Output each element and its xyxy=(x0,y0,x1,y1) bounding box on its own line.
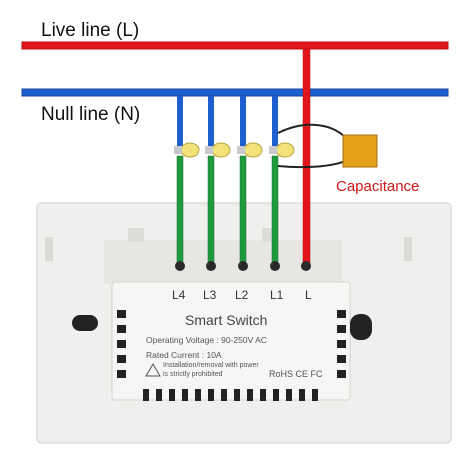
vent-slot xyxy=(273,389,279,401)
vent-slot xyxy=(117,370,126,378)
bulb-icon xyxy=(180,142,200,158)
terminal-label-l: L xyxy=(305,288,312,302)
switch-title: Smart Switch xyxy=(185,312,268,328)
null-line-label: Null line (N) xyxy=(41,104,141,125)
vent-slot xyxy=(169,389,175,401)
vent-slot xyxy=(260,389,266,401)
load-wire-l2 xyxy=(239,155,247,267)
vent-slot xyxy=(117,325,126,333)
capacitor-lead xyxy=(277,123,349,141)
capacitor-lead xyxy=(277,159,349,169)
live-line-wire xyxy=(21,41,449,50)
vent-slot xyxy=(337,325,346,333)
terminal-screw-l1 xyxy=(270,261,280,271)
vent-slot xyxy=(182,389,188,401)
switch-upper-housing xyxy=(104,240,342,284)
bulb-icon xyxy=(243,142,263,158)
null-line-wire xyxy=(21,88,449,97)
bulb-socket xyxy=(269,146,277,154)
load-wire-l4 xyxy=(176,155,184,267)
vent-slot xyxy=(337,355,346,363)
plate-notch xyxy=(404,237,412,261)
terminal-screw-l4 xyxy=(175,261,185,271)
terminal-screw-l2 xyxy=(238,261,248,271)
terminal-screw-l xyxy=(301,261,311,271)
vent-slot xyxy=(156,389,162,401)
mount-slot-left xyxy=(72,315,98,331)
terminal-label-l4: L4 xyxy=(172,288,186,302)
warning-line-2: is strictly prohibited xyxy=(163,371,223,378)
vent-slot xyxy=(221,389,227,401)
terminal-label-l2: L2 xyxy=(235,288,249,302)
certification-marks: RoHS CE FC xyxy=(269,369,323,379)
bulb-socket xyxy=(205,146,213,154)
vent-slot xyxy=(337,340,346,348)
bulb-socket xyxy=(174,146,182,154)
vent-slot xyxy=(117,340,126,348)
vent-slot xyxy=(247,389,253,401)
null-drop-l4 xyxy=(177,96,183,148)
mount-slot-right xyxy=(350,314,372,340)
vent-slot xyxy=(117,310,126,318)
vent-slot xyxy=(117,355,126,363)
vent-slot xyxy=(286,389,292,401)
rated-current: Rated Current : 10A xyxy=(146,350,222,360)
load-wire-l3 xyxy=(207,155,215,267)
null-drop-l3 xyxy=(208,96,214,148)
vent-slot xyxy=(234,389,240,401)
warning-icon xyxy=(145,363,161,377)
null-drop-l1 xyxy=(272,96,278,148)
operating-voltage: Operating Voltage : 90-250V AC xyxy=(146,335,267,345)
live-drop-l xyxy=(302,48,311,267)
warning-line-1: Installation/removal with power xyxy=(163,362,259,369)
housing-tab xyxy=(128,228,144,242)
bulb-socket xyxy=(237,146,245,154)
live-line-label: Live line (L) xyxy=(41,20,140,41)
vent-slots xyxy=(117,310,346,401)
vent-slot xyxy=(312,389,318,401)
switch-body xyxy=(111,281,351,401)
vent-slot xyxy=(143,389,149,401)
vent-slot xyxy=(337,310,346,318)
load-wire-l1 xyxy=(271,155,279,267)
vent-slot xyxy=(208,389,214,401)
plate-notch xyxy=(45,237,53,261)
null-drop-l2 xyxy=(240,96,246,148)
capacitor xyxy=(342,134,378,168)
terminal-screws xyxy=(175,261,311,271)
capacitance-label: Capacitance xyxy=(336,178,420,195)
vent-slot xyxy=(195,389,201,401)
terminal-label-l3: L3 xyxy=(203,288,217,302)
bulb-icon xyxy=(211,142,231,158)
vent-slot xyxy=(337,370,346,378)
wires xyxy=(21,41,449,97)
vent-slot xyxy=(299,389,305,401)
terminal-screw-l3 xyxy=(206,261,216,271)
bulb-icon xyxy=(275,142,295,158)
bulbs xyxy=(174,142,295,158)
terminal-label-l1: L1 xyxy=(270,288,284,302)
